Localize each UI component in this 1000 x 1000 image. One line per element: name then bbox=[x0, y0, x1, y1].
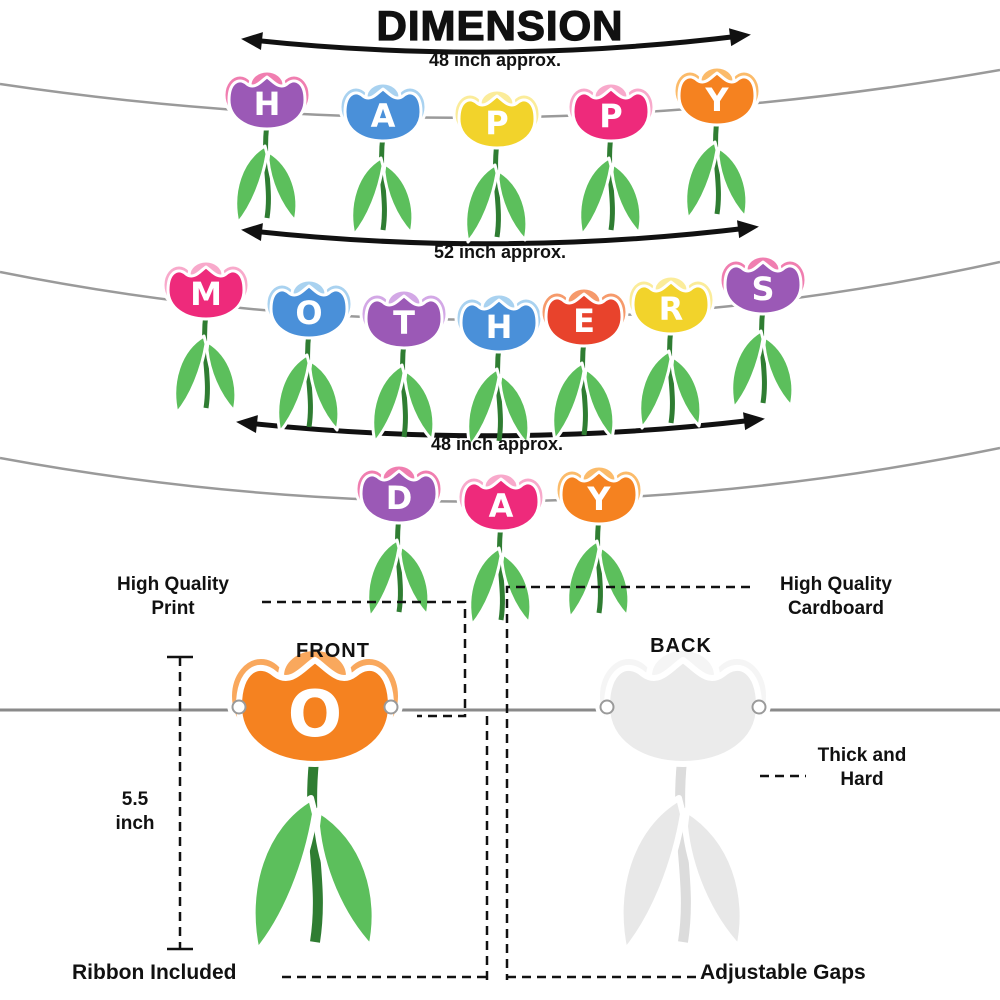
banner2-tulip-T: T bbox=[354, 287, 454, 457]
tulip-leaf-right bbox=[682, 807, 746, 951]
tulip-cup bbox=[677, 71, 757, 127]
tulip-leaf-left bbox=[730, 329, 765, 410]
banner1-tulip-H: H bbox=[217, 68, 317, 238]
tulip-leaf-left bbox=[684, 140, 719, 221]
tulip-cup bbox=[166, 265, 246, 321]
tulip-stem bbox=[307, 751, 323, 943]
banner3-tulip-A: A bbox=[451, 470, 551, 640]
banner3-tulip-Y: Y bbox=[549, 463, 649, 633]
tulip-stem bbox=[497, 524, 505, 621]
ribbon-hole-front-right bbox=[383, 699, 399, 715]
front-tulip: O bbox=[215, 642, 415, 982]
banner2-tulip-S: S bbox=[713, 253, 813, 423]
tulip-letter: H bbox=[486, 308, 513, 346]
tulip-cup bbox=[559, 470, 639, 526]
tulip-letter: Y bbox=[704, 81, 729, 119]
tulip-leaf-left bbox=[173, 334, 208, 415]
tulip-letter: D bbox=[386, 479, 413, 517]
tulip-stem bbox=[202, 312, 210, 409]
tulip-cup bbox=[571, 87, 651, 143]
tulip-cup bbox=[364, 294, 444, 350]
cardboard-connector-line bbox=[505, 585, 750, 980]
tulip-letter: S bbox=[751, 270, 774, 308]
tulip-letter: P bbox=[485, 104, 508, 142]
tulip-letter: A bbox=[489, 487, 514, 525]
tulip-cup bbox=[236, 657, 394, 767]
tulip-stem bbox=[675, 751, 691, 943]
banner2-tulip-E: E bbox=[534, 285, 634, 455]
ribbon-hole-back-left bbox=[599, 699, 615, 715]
tulip-leaf-left bbox=[366, 538, 401, 619]
banner1-tulip-A: A bbox=[333, 80, 433, 250]
tulip-leaf-right bbox=[398, 544, 431, 617]
tulip-cup bbox=[631, 280, 711, 336]
tulip-leaf-left bbox=[249, 795, 318, 955]
banner2-tulip-M: M bbox=[156, 258, 256, 428]
banner3-tulip-D: D bbox=[349, 462, 449, 632]
print-connector-line bbox=[262, 600, 467, 718]
tulip-cup bbox=[604, 657, 762, 767]
tulip-letter: Y bbox=[586, 480, 611, 518]
tulip-stem bbox=[713, 118, 721, 215]
tulip-cup bbox=[359, 469, 439, 525]
tulip-cup bbox=[343, 87, 423, 143]
measure-arrow-1 bbox=[241, 28, 751, 55]
tulip-cup bbox=[227, 75, 307, 131]
tulip-letter: R bbox=[659, 290, 684, 328]
banner1-tulip-P: P bbox=[561, 80, 661, 250]
tulip-cup bbox=[457, 94, 537, 150]
tulip-leaf-right bbox=[205, 340, 238, 413]
banner2-tulip-R: R bbox=[621, 273, 721, 443]
banner1-tulip-Y: Y bbox=[667, 64, 767, 234]
tulip-letter: M bbox=[190, 275, 222, 313]
tulip-leaf-left bbox=[617, 795, 686, 955]
tulip-leaf-right bbox=[598, 545, 631, 618]
tulip-cup bbox=[544, 292, 624, 348]
tulip-leaf-right bbox=[500, 552, 533, 625]
banner1-tulip-P: P bbox=[447, 87, 547, 257]
tulip-letter: E bbox=[573, 302, 595, 340]
tulip-cup bbox=[459, 298, 539, 354]
ribbon-hole-front-left bbox=[231, 699, 247, 715]
tulip-cup bbox=[269, 284, 349, 340]
tulip-cup bbox=[723, 260, 803, 316]
tulip-letter: O bbox=[288, 678, 342, 752]
tulip-letter: T bbox=[393, 304, 415, 342]
tulip-cup bbox=[461, 477, 541, 533]
tulip-letter: H bbox=[254, 85, 281, 123]
banner2-tulip-H: H bbox=[449, 291, 549, 461]
tulip-letter: O bbox=[295, 294, 322, 332]
tulip-leaf-left bbox=[566, 539, 601, 620]
tulip-leaf-left bbox=[468, 546, 503, 627]
back-tulip bbox=[583, 642, 783, 982]
tulip-leaf-left bbox=[234, 144, 269, 225]
tulip-leaf-right bbox=[762, 335, 795, 408]
tulip-stem bbox=[759, 307, 767, 404]
tulip-stem bbox=[595, 517, 603, 614]
tulip-leaf-right bbox=[314, 807, 378, 951]
measure-arrow-2 bbox=[241, 220, 759, 247]
tulip-letter: P bbox=[599, 97, 622, 135]
tulip-stem bbox=[263, 122, 271, 219]
tulip-letter: A bbox=[371, 97, 396, 135]
tulip-leaf-right bbox=[716, 146, 749, 219]
ribbon-hole-back-right bbox=[751, 699, 767, 715]
